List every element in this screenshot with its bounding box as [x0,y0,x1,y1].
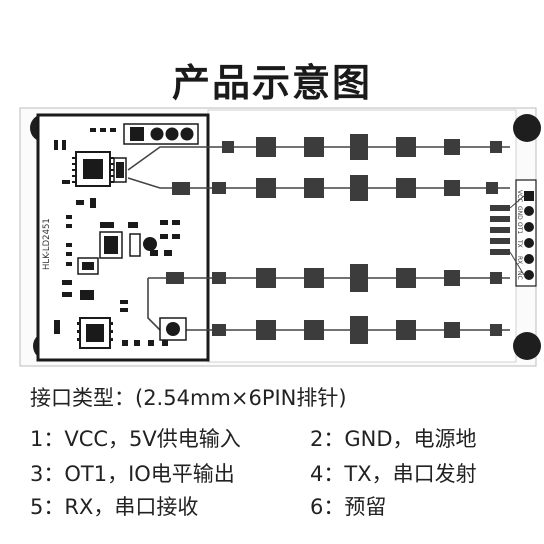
pin-desc: 2：GND，电源地 [310,427,477,451]
interface-spec: 接口类型：(2.54mm×6PIN排针) [30,386,347,410]
radar-soc [77,317,113,349]
antenna-patch [212,324,226,336]
pin-6-pad [524,270,534,280]
antenna-patch [396,178,416,198]
antenna-patch [396,137,416,157]
module-label: HLK-LD2451 [42,218,52,270]
antenna-patch [490,141,502,153]
antenna-patch [396,268,416,288]
pin-desc: 4：TX，串口发射 [310,462,477,486]
antenna-patch [172,182,190,195]
antenna-patch [304,268,324,288]
header-traces [509,195,525,276]
pin-desc: 6：预留 [310,495,387,519]
top-pin-header [123,123,199,145]
pin-4-pad [524,238,534,248]
pin-5-pad [524,254,534,264]
antenna-patch [256,178,276,198]
antenna-patch [490,324,502,336]
pin-2-pad [524,206,534,216]
pin-desc: 3：OT1，IO电平输出 [30,462,235,486]
middle-components [77,231,157,275]
pin-label: VCC [516,190,523,202]
header-stubs [490,205,510,255]
antenna-patch [444,322,460,338]
pin-1-pad [524,191,534,201]
antenna-patch [222,141,234,153]
antenna-patch [212,182,226,194]
mounting-hole [513,332,541,360]
pin-desc: 1：VCC，5V供电输入 [30,427,241,451]
mounting-hole [513,114,541,142]
antenna-patch [444,139,460,155]
pin-3-pad [524,222,534,232]
pin-label: GND [516,206,523,220]
pin-label: TX [516,239,523,248]
antenna-patch [304,320,324,340]
antenna-patch [304,178,324,198]
antenna-patch [444,180,460,196]
page-title: 产品示意图 [171,61,372,105]
antenna-patch [256,320,276,340]
antenna-patch [256,268,276,288]
antenna-patch [256,137,276,157]
antenna-patch [350,175,368,201]
mcu-chip [72,151,114,187]
antenna-patch [304,137,324,157]
pin-label: NC [516,271,523,280]
six-pin-header [515,179,537,287]
pin-label: RX [516,256,523,264]
smd-parts [54,128,180,346]
antenna-patch [486,182,498,194]
antenna-patch [444,270,460,286]
antenna-patch [212,272,226,284]
antenna-patch [350,264,368,292]
antenna-patch [350,316,368,344]
antenna-patch [350,134,368,160]
antenna-patch [490,272,502,284]
antenna-patch [396,320,416,340]
component [116,162,124,178]
pin-desc: 5：RX，串口接收 [30,495,199,519]
antenna-patches [166,134,502,344]
antenna-patch [166,272,184,284]
rf-transition [159,317,187,341]
pin-label: OT1 [516,222,523,234]
